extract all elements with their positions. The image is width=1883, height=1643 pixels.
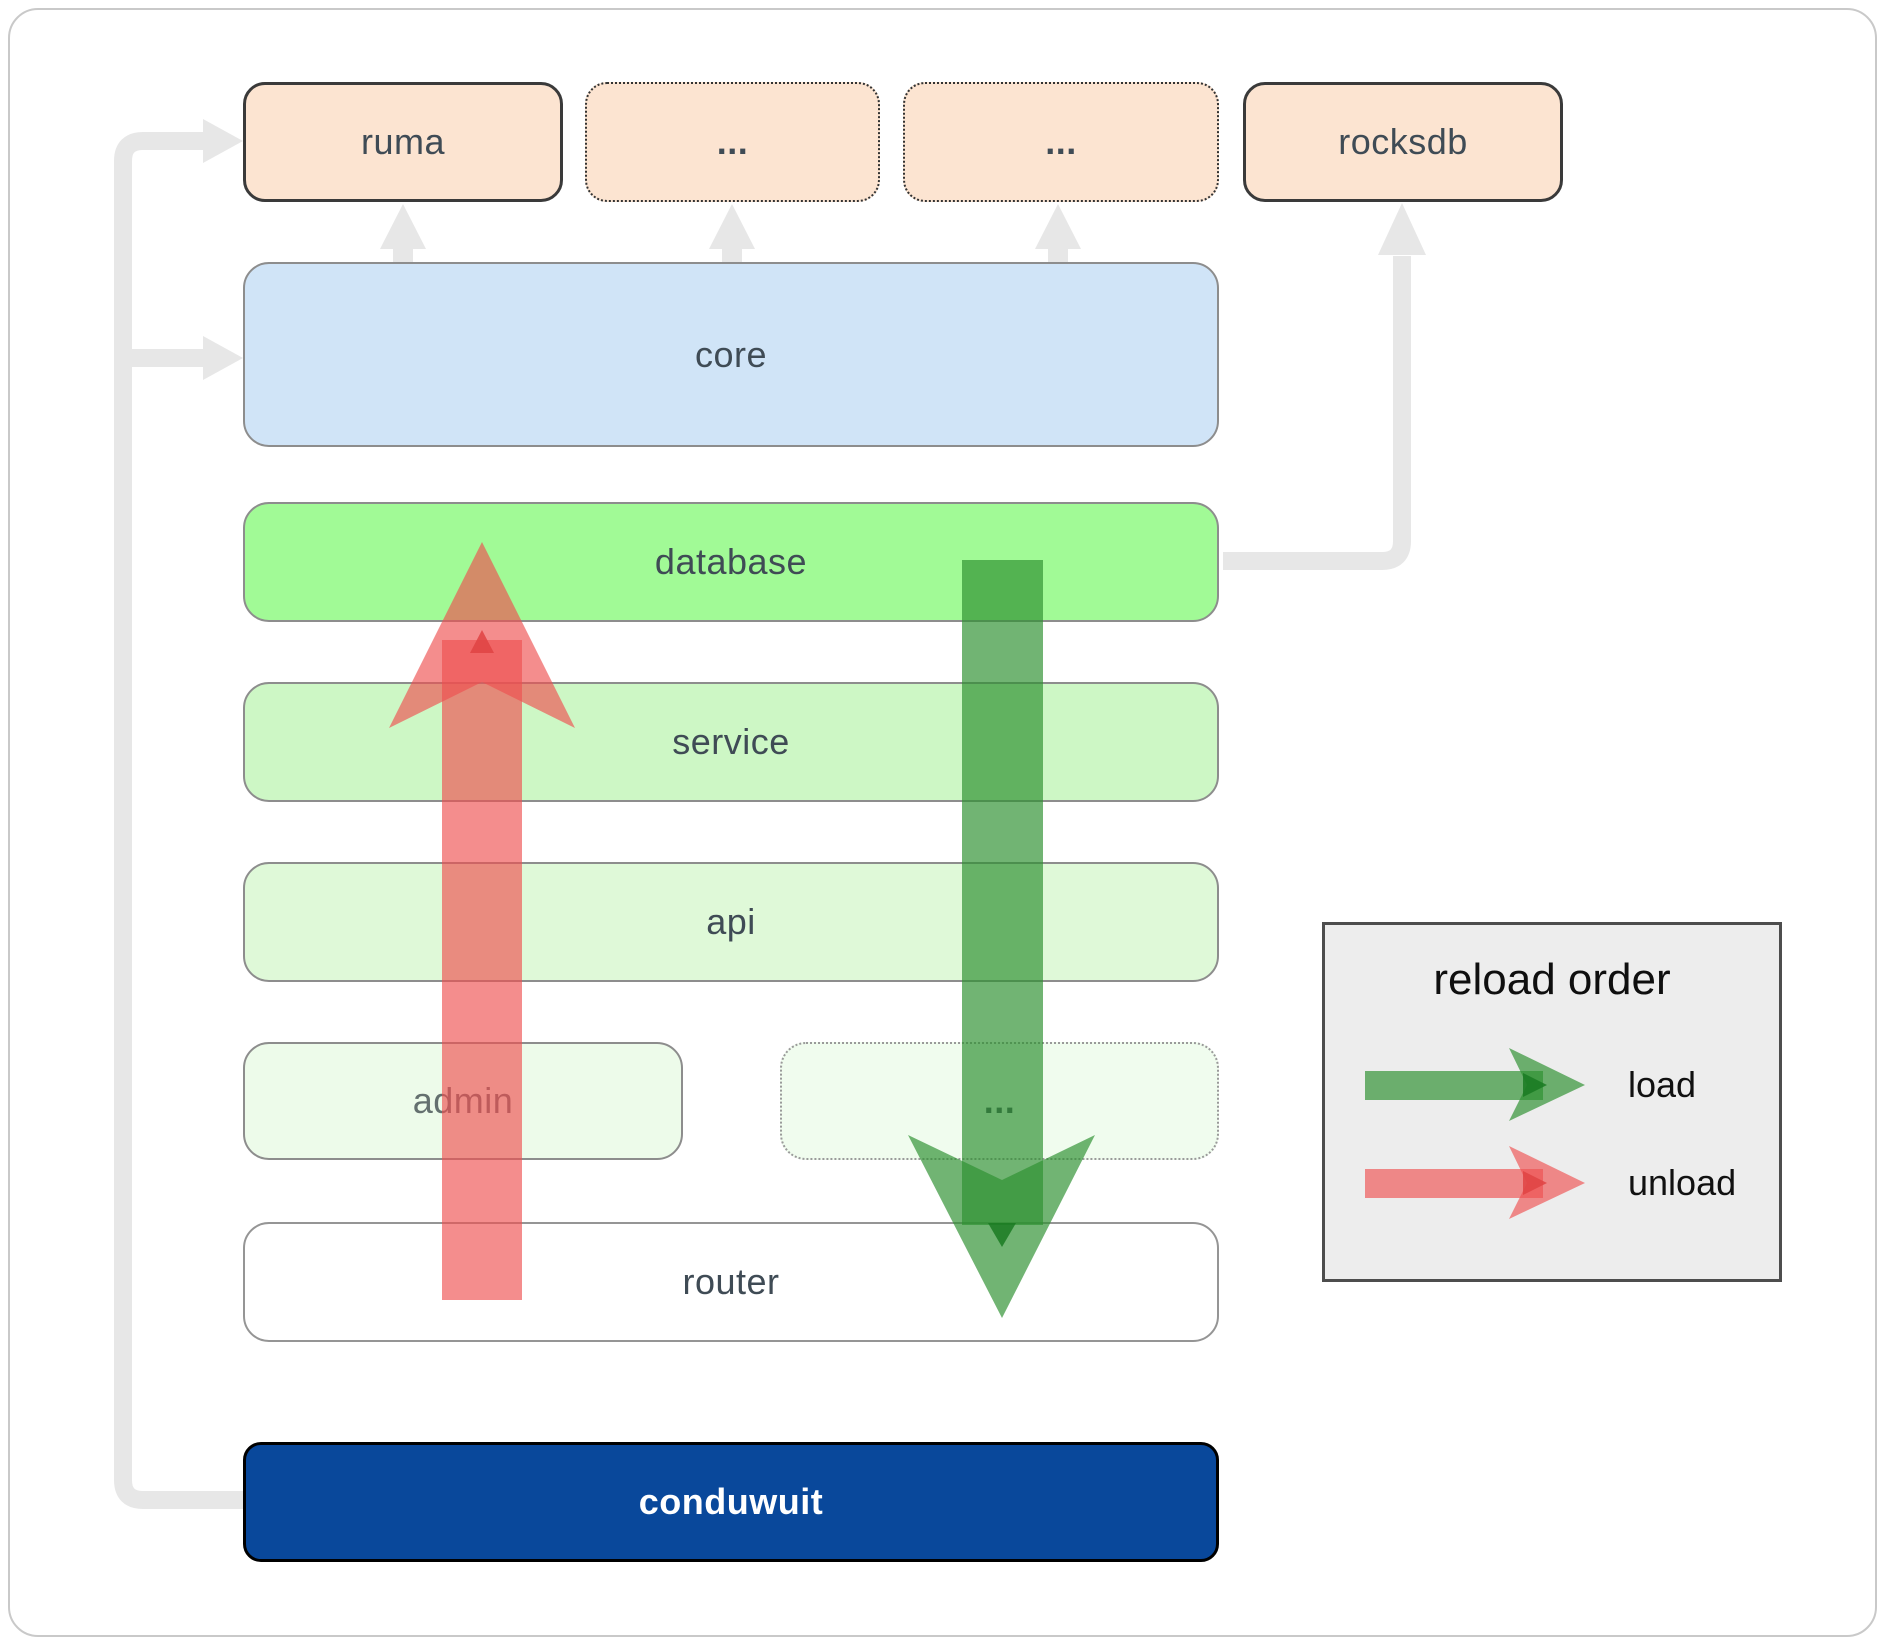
node-conduwuit: conduwuit [243,1442,1219,1562]
legend: reload order load unload [1322,922,1782,1282]
legend-load-arrow-icon [1365,1048,1585,1121]
node-ruma-label: ruma [360,121,446,162]
node-router: router [243,1222,1219,1342]
legend-title: reload order [1433,955,1671,1004]
node-database: database [243,502,1219,622]
diagram-frame [8,8,1877,1637]
legend-unload-label: unload [1628,1162,1737,1203]
node-api-label: api [706,901,756,942]
node-rocksdb: rocksdb [1243,82,1563,202]
node-core: core [243,262,1219,447]
node-service-label: service [672,721,790,762]
node-core-label: core [694,333,768,375]
node-api: api [243,862,1219,982]
node-ellipsis-top-2-label: ... [1045,121,1077,162]
node-ellipsis-top-2: ... [903,82,1219,202]
node-router-label: router [682,1261,780,1302]
node-ruma: ruma [243,82,563,202]
node-ellipsis-top-1: ... [585,82,880,202]
node-conduwuit-label: conduwuit [638,1481,824,1522]
legend-unload-arrow-icon [1365,1146,1585,1219]
node-ellipsis-admin-row: ... [780,1042,1219,1160]
node-ellipsis-admin-row-label: ... [983,1080,1016,1121]
node-admin-label: admin [412,1080,514,1121]
node-rocksdb-label: rocksdb [1338,121,1468,162]
node-ellipsis-top-1-label: ... [716,121,749,162]
node-database-label: database [654,541,808,582]
node-admin: admin [243,1042,683,1160]
node-service: service [243,682,1219,802]
legend-load-label: load [1628,1064,1697,1105]
